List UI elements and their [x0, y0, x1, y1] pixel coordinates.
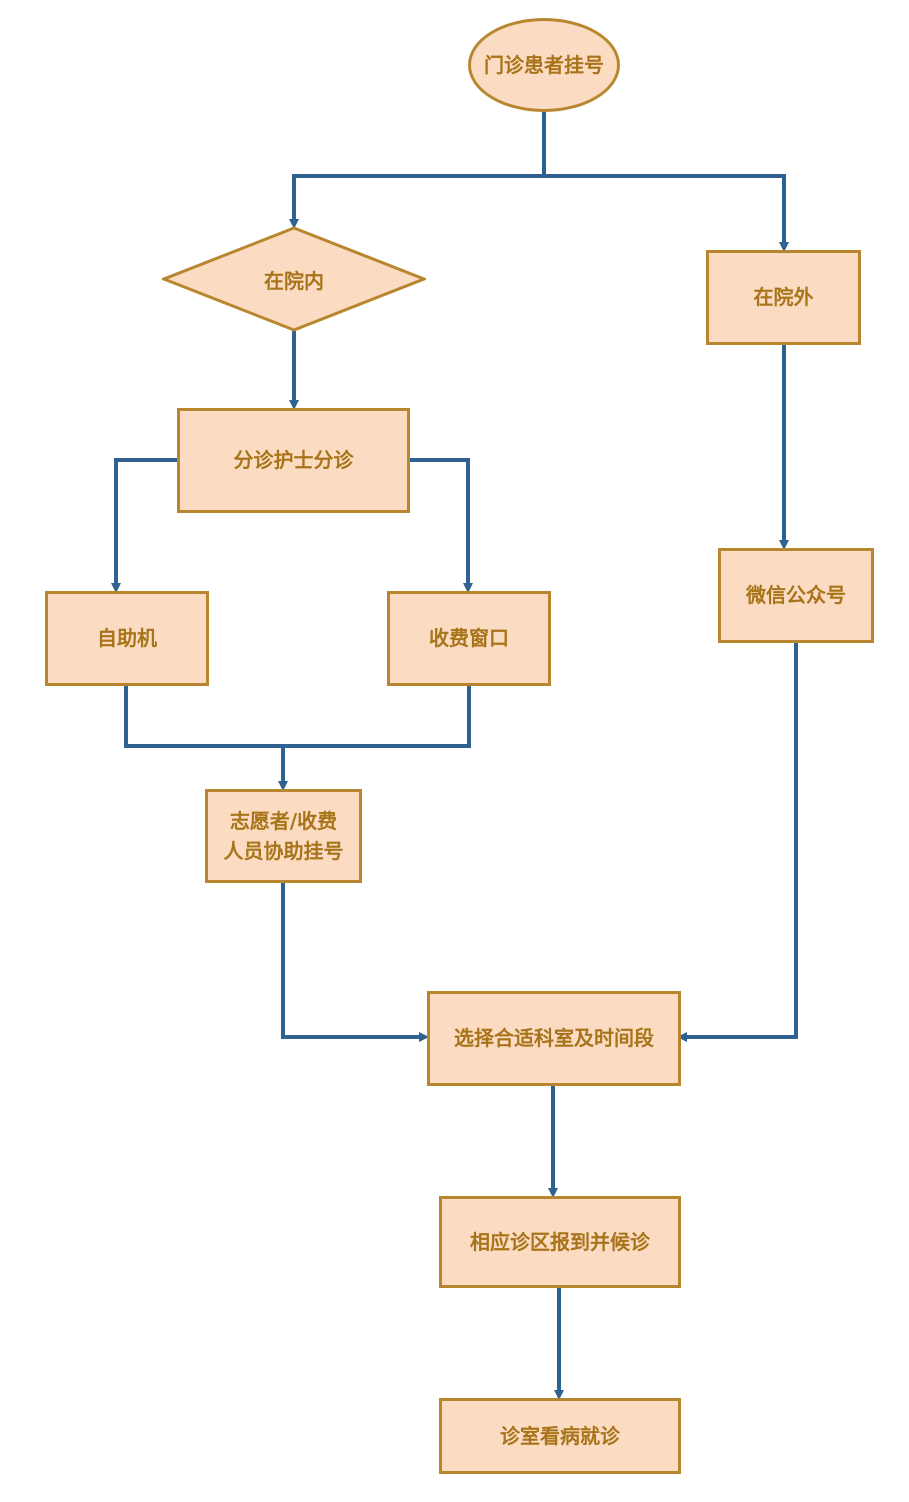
volunteer-label-line2: 人员协助挂号 — [223, 839, 344, 863]
wechat-label: 微信公众号 — [746, 583, 846, 607]
out-hospital-node: 在院外 — [706, 250, 861, 345]
start-node: 门诊患者挂号 — [468, 18, 620, 112]
select-dept-node: 选择合适科室及时间段 — [427, 991, 681, 1086]
connector-self-service-merge — [124, 685, 471, 748]
volunteer-node: 志愿者/收费 人员协助挂号 — [205, 789, 362, 883]
cashier-window-label: 收费窗口 — [429, 626, 509, 650]
triage-node: 分诊护士分诊 — [177, 408, 410, 513]
connector-split-out-hospital — [544, 174, 789, 252]
in-hospital-decision: 在院内 — [162, 226, 426, 332]
select-dept-label: 选择合适科室及时间段 — [454, 1026, 654, 1050]
self-service-label: 自助机 — [97, 626, 157, 650]
start-label: 门诊患者挂号 — [484, 52, 604, 77]
diamond-shape — [162, 226, 426, 332]
report-wait-label: 相应诊区报到并候诊 — [470, 1229, 650, 1254]
connector-volunteer-select — [281, 882, 429, 1042]
cashier-window-node: 收费窗口 — [387, 591, 551, 686]
volunteer-label-line1: 志愿者/收费 — [229, 809, 338, 833]
out-hospital-label: 在院外 — [753, 285, 814, 309]
connector-split-in-hospital — [289, 174, 544, 229]
connector-wechat-select — [677, 642, 798, 1042]
self-service-node: 自助机 — [45, 591, 209, 686]
triage-label: 分诊护士分诊 — [233, 448, 354, 472]
connector-triage-self-service — [111, 458, 177, 593]
wechat-node: 微信公众号 — [718, 548, 874, 643]
consult-node: 诊室看病就诊 — [439, 1398, 681, 1474]
in-hospital-label: 在院内 — [264, 268, 324, 293]
report-wait-node: 相应诊区报到并候诊 — [439, 1196, 681, 1288]
connector-triage-cashier — [409, 458, 473, 593]
consult-label: 诊室看病就诊 — [500, 1423, 620, 1448]
